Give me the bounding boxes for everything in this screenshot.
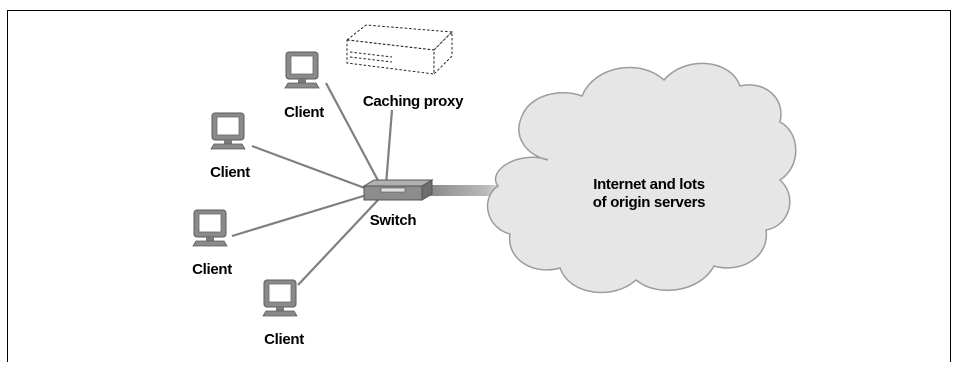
link-client-top (325, 82, 383, 189)
internet-trunk (430, 185, 530, 196)
client-label: Client (192, 261, 232, 278)
computer-monitor-icon (284, 51, 320, 89)
computer-monitor-icon (192, 209, 228, 247)
cloud-label-line1: Internet and lots (593, 176, 705, 193)
switch-label: Switch (370, 212, 417, 229)
internet-cloud: Internet and lots of origin servers (486, 62, 797, 294)
computer-monitor-icon (262, 279, 298, 317)
link-client-bottom (297, 199, 379, 286)
caching-proxy-icon (345, 24, 454, 76)
client-label: Client (210, 164, 250, 181)
cloud-label-line2: of origin servers (593, 194, 705, 211)
client-computer-top: Client (284, 51, 325, 121)
client-computer-bottom: Client (262, 279, 305, 348)
client-computer-left-lower: Client (192, 209, 233, 278)
caching-proxy-label: Caching proxy (363, 93, 464, 110)
client-label: Client (264, 331, 304, 348)
switch-icon (362, 179, 434, 201)
computer-monitor-icon (210, 112, 246, 150)
connection-lines (231, 82, 394, 286)
link-client-left-upper (251, 144, 371, 192)
diagram-frame (7, 10, 951, 362)
link-proxy (384, 109, 394, 186)
link-client-left-lower (231, 192, 371, 238)
client-label: Client (284, 104, 324, 121)
client-computer-left-upper: Client (210, 112, 251, 181)
